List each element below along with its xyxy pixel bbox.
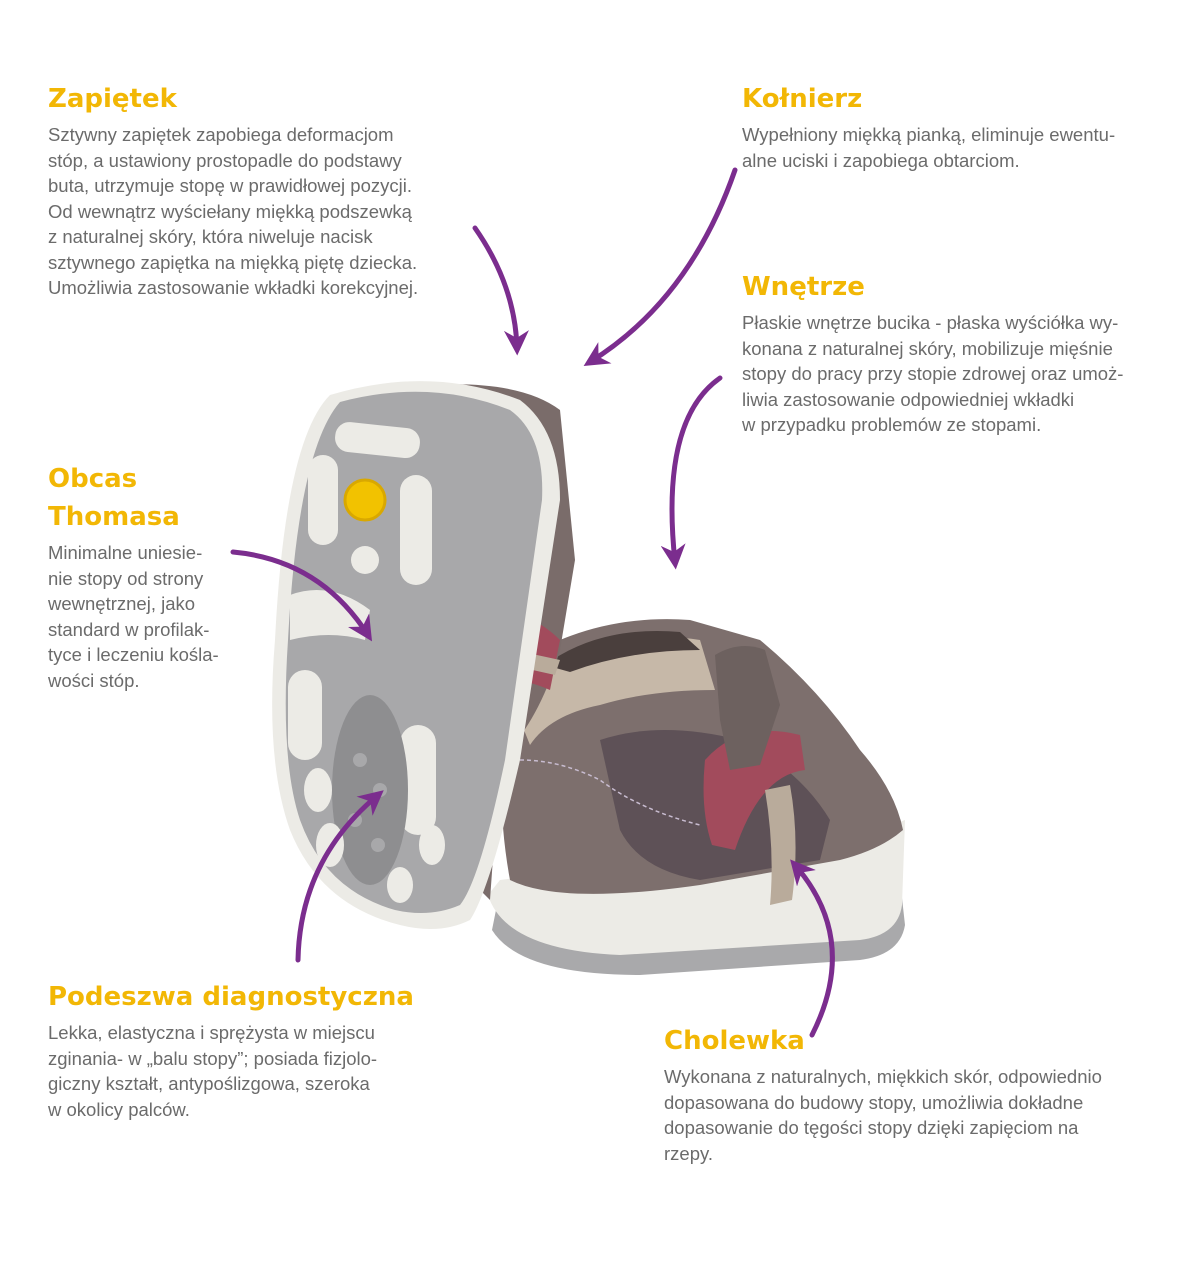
section-cholewka: Cholewka Wykonana z naturalnych, miękkic… [664,1022,1164,1166]
zapietek-text: Sztywny zapiętek zapobiega deformacjom s… [48,124,419,298]
wnetrze-text: Płaskie wnętrze bucika - płaska wyściółk… [742,312,1124,435]
kolnierz-title: Kołnierz [742,84,863,114]
right-shoe [488,619,905,975]
section-kolnierz: Kołnierz Wypełniony miękką pianką, elimi… [742,80,1182,173]
kolnierz-text: Wypełniony miękką pianką, eliminuje ewen… [742,124,1116,171]
arrow-wnetrze [660,375,723,570]
arrow-cholewka [790,859,835,1038]
arrow-zapietek [472,225,529,356]
arrow-podeszwa [295,790,384,963]
podeszwa-title: Podeszwa diagnostyczna [48,982,414,1012]
arrow-obcas [230,549,373,642]
annotation-arrows [230,167,835,1038]
section-zapietek: Zapiętek Sztywny zapiętek zapobiega defo… [48,80,478,301]
cholewka-text: Wykonana z naturalnych, miękkich skór, o… [664,1066,1102,1164]
wnetrze-title: Wnętrze [742,272,865,302]
zapietek-title: Zapiętek [48,84,177,114]
left-shoe-sole [272,381,575,930]
section-wnetrze: Wnętrze Płaskie wnętrze bucika - płaska … [742,268,1182,438]
section-obcas: Obcas Thomasa Minimalne uniesie- nie sto… [48,460,248,693]
arrow-kolnierz [583,167,738,366]
podeszwa-text: Lekka, elastyczna i sprężysta w miejscu … [48,1022,378,1120]
obcas-title: Obcas Thomasa [48,464,180,532]
obcas-text: Minimalne uniesie- nie stopy od strony w… [48,542,219,691]
cholewka-title: Cholewka [664,1026,805,1056]
section-podeszwa: Podeszwa diagnostyczna Lekka, elastyczna… [48,978,468,1122]
